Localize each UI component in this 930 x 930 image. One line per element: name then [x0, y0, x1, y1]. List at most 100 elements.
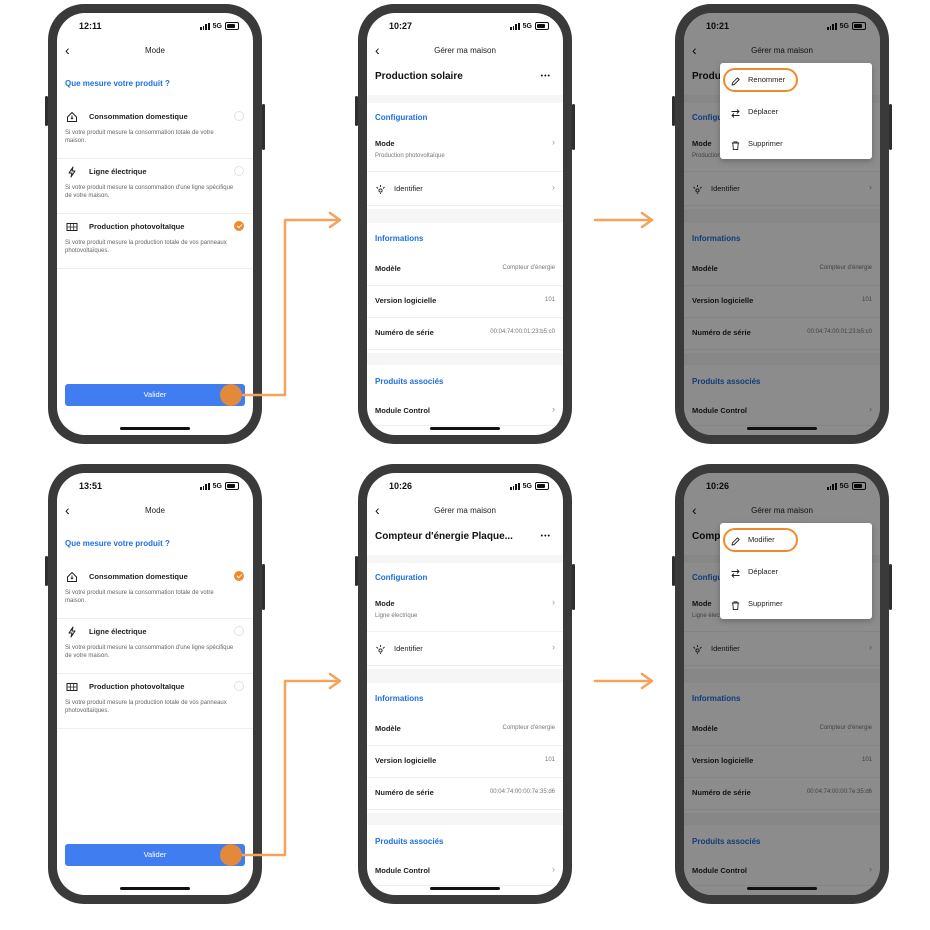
mode-value: Production photovoltaïque — [375, 153, 445, 159]
back-chevron-icon[interactable]: ‹ — [692, 42, 697, 58]
section-divider — [684, 669, 880, 683]
row-associated-product[interactable]: Module Control› — [684, 855, 880, 886]
chevron-right-icon: › — [869, 642, 872, 652]
status-icons: 5G — [510, 482, 549, 490]
battery-icon — [852, 482, 866, 490]
home-indicator — [747, 887, 817, 890]
menu-item-label: Déplacer — [748, 567, 779, 576]
back-chevron-icon[interactable]: ‹ — [692, 502, 697, 518]
menu-item-edit[interactable]: Renommer — [720, 65, 872, 95]
section-informations: Informations — [375, 234, 424, 243]
section-configuration: Configura — [692, 573, 730, 582]
radio-checked-icon[interactable] — [234, 571, 244, 581]
mode-label: Mode — [375, 599, 395, 608]
menu-item-delete[interactable]: Supprimer — [720, 129, 872, 159]
serial-value: 00:04:74:00:01:23:b5:c0 — [807, 329, 872, 335]
more-options-icon[interactable]: ••• — [540, 73, 551, 80]
radio-empty-icon[interactable] — [234, 111, 244, 121]
back-chevron-icon[interactable]: ‹ — [65, 502, 70, 518]
row-identify[interactable]: Identifier› — [684, 631, 880, 666]
chevron-right-icon: › — [552, 642, 555, 652]
status-icons: 5G — [510, 22, 549, 30]
signal-icon — [200, 22, 210, 30]
back-chevron-icon[interactable]: ‹ — [65, 42, 70, 58]
menu-item-edit[interactable]: Modifier — [720, 525, 872, 555]
chevron-right-icon: › — [869, 182, 872, 192]
menu-item-label: Déplacer — [748, 107, 779, 116]
nav-bar: ‹ Mode — [57, 501, 253, 523]
network-type: 5G — [522, 22, 532, 30]
option-description: Si votre produit mesure la consommation … — [65, 590, 214, 604]
solar-panel-icon — [66, 220, 78, 232]
section-divider — [367, 95, 563, 103]
section-associated-products: Produits associés — [692, 377, 761, 386]
row-associated-product[interactable]: Module Control› — [684, 395, 880, 426]
more-options-icon[interactable]: ••• — [540, 533, 551, 540]
radio-empty-icon[interactable] — [234, 681, 244, 691]
menu-item-label: Modifier — [748, 535, 775, 544]
version-label: Version logicielle — [375, 296, 437, 305]
section-divider — [684, 353, 880, 365]
menu-item-move[interactable]: Déplacer — [720, 97, 872, 127]
trash-icon — [730, 598, 741, 611]
option-title: Ligne électrique — [89, 627, 147, 636]
validate-button[interactable]: Valider — [65, 844, 245, 866]
menu-item-label: Supprimer — [748, 139, 783, 148]
serial-label: Numéro de série — [692, 328, 751, 337]
serial-label: Numéro de série — [375, 788, 434, 797]
row-associated-product[interactable]: Module Control› — [367, 855, 563, 886]
row-associated-product[interactable]: Module Control› — [367, 395, 563, 426]
radio-empty-icon[interactable] — [234, 626, 244, 636]
chevron-right-icon: › — [552, 864, 555, 874]
network-type: 5G — [212, 482, 222, 490]
nav-title: Mode — [144, 506, 165, 515]
home-indicator — [430, 887, 500, 890]
row-identify[interactable]: Identifier› — [367, 631, 563, 666]
radio-checked-icon[interactable] — [234, 221, 244, 231]
row-identify[interactable]: Identifier› — [367, 171, 563, 206]
section-informations: Informations — [692, 694, 741, 703]
validate-button[interactable]: Valider — [65, 384, 245, 406]
chevron-right-icon: › — [869, 404, 872, 414]
status-time: 10:27 — [389, 21, 413, 31]
option-title: Production photovoltaïque — [89, 222, 185, 231]
mode-label: Mode — [692, 139, 712, 148]
menu-item-move[interactable]: Déplacer — [720, 557, 872, 587]
radio-empty-icon[interactable] — [234, 166, 244, 176]
menu-item-delete[interactable]: Supprimer — [720, 589, 872, 619]
status-icons: 5G — [827, 22, 866, 30]
nav-bar: ‹Gérer ma maison — [367, 41, 563, 63]
identify-label: Identifier — [394, 184, 423, 193]
identify-icon — [692, 182, 703, 200]
model-label: Modèle — [375, 724, 401, 733]
signal-icon — [510, 482, 520, 490]
section-divider — [367, 209, 563, 223]
option-title: Consommation domestique — [89, 112, 188, 121]
home-indicator — [747, 427, 817, 430]
tap-indicator — [220, 844, 242, 866]
back-chevron-icon[interactable]: ‹ — [375, 42, 380, 58]
back-chevron-icon[interactable]: ‹ — [375, 502, 380, 518]
identify-icon — [375, 642, 386, 660]
row-identify[interactable]: Identifier› — [684, 171, 880, 206]
page-title: Produ — [692, 71, 721, 82]
